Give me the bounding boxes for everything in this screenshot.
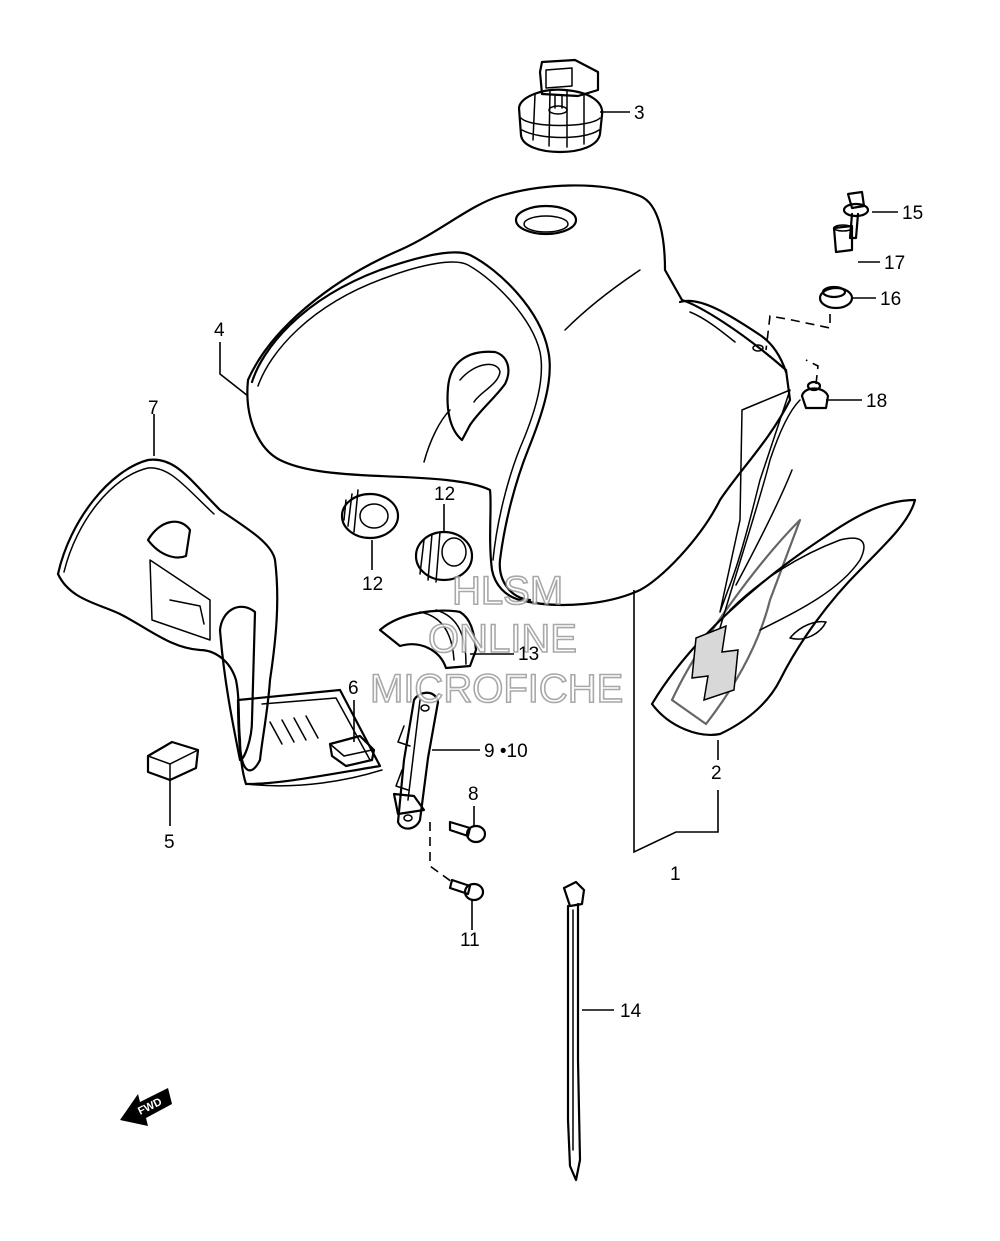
watermark-line-3: MICROFICHE — [370, 667, 623, 711]
callout-labels: 3 15 17 16 18 4 7 12 12 13 6 9 •10 8 5 1… — [148, 103, 923, 1022]
callout-1: 1 — [670, 864, 681, 885]
fuel-tank-part — [246, 184, 792, 607]
watermark: HLSM ONLINE MICROFICHE — [369, 568, 624, 712]
callout-12-lower: 12 — [362, 574, 383, 595]
callout-5: 5 — [164, 832, 175, 853]
callout-13: 13 — [518, 644, 539, 665]
collar-part — [832, 224, 854, 254]
watermark-line-2: ONLINE — [428, 617, 577, 661]
cushion-part-16 — [818, 285, 854, 310]
callout-17: 17 — [884, 253, 905, 274]
callout-9-10: 9 •10 — [484, 741, 528, 762]
grommet-part-a — [340, 489, 400, 540]
fuel-cap-part — [517, 58, 604, 154]
rubber-block-part — [146, 740, 200, 782]
callout-3: 3 — [634, 103, 645, 124]
pad-part — [328, 734, 376, 768]
cushion-part — [378, 609, 478, 670]
callout-16: 16 — [880, 289, 901, 310]
callout-12-upper: 12 — [434, 484, 455, 505]
leader-lines — [153, 111, 898, 1011]
cable-tie-part — [562, 880, 586, 1182]
callout-11: 11 — [460, 930, 480, 951]
callout-4: 4 — [214, 320, 225, 341]
forward-arrow-icon: FWD — [120, 1088, 172, 1126]
callout-7: 7 — [148, 398, 159, 419]
tank-emblem-part — [650, 389, 917, 736]
callout-2: 2 — [711, 763, 722, 784]
callout-18: 18 — [866, 391, 887, 412]
bolt-part-8 — [448, 820, 487, 844]
inner-cover-left-part — [56, 458, 383, 787]
watermark-line-1: HLSM — [452, 569, 563, 613]
callout-8: 8 — [468, 784, 479, 805]
cushion-part-18 — [800, 380, 830, 410]
bracket-part — [392, 691, 440, 830]
callout-6: 6 — [348, 678, 359, 699]
callout-15: 15 — [902, 203, 923, 224]
bolt-part-11 — [448, 878, 485, 902]
callout-14: 14 — [620, 1001, 642, 1022]
